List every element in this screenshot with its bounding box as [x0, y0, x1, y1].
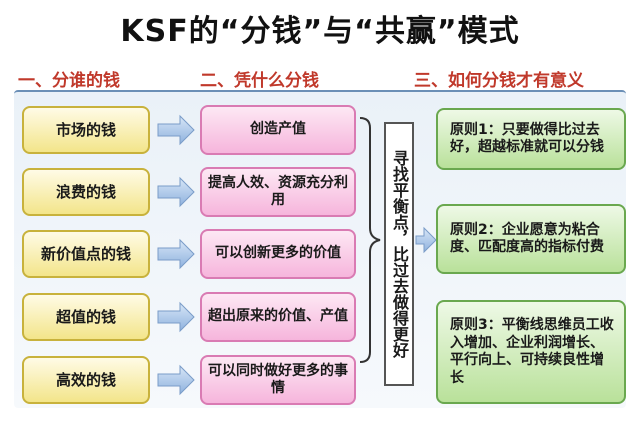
reason-box-output: 创造产值	[200, 105, 356, 155]
reason-box-efficiency: 提高人效、资源充分利用	[200, 167, 356, 217]
reason-box-multitask: 可以同时做好更多的事情	[200, 355, 356, 405]
source-box-market: 市场的钱	[22, 106, 150, 154]
arrow-right-icon	[157, 238, 195, 270]
arrow-right-icon	[157, 176, 195, 208]
column-heading-1: 一、分谁的钱	[18, 71, 120, 91]
arrow-right-icon	[157, 364, 195, 396]
arrow-right-icon	[157, 114, 195, 146]
balance-point-box: 寻找平衡点，比过去做得更好	[384, 122, 414, 386]
source-box-efficiency: 高效的钱	[22, 356, 150, 404]
reason-box-exceed: 超出原来的价值、产值	[200, 292, 356, 342]
diagram-title: KSF的“分钱”与“共赢”模式	[120, 14, 520, 49]
principle-box-2: 原则2：企业愿意为粘合度、匹配度高的指标付费	[436, 204, 626, 274]
arrow-right-icon	[415, 226, 437, 254]
column-heading-2: 二、凭什么分钱	[200, 71, 319, 91]
reason-box-innovation: 可以创新更多的价值	[200, 229, 356, 279]
brace-bracket	[359, 117, 381, 363]
arrow-right-icon	[157, 301, 195, 333]
principle-box-1: 原则1：只要做得比过去好，超越标准就可以分钱	[436, 108, 626, 170]
principle-box-3: 原则3：平衡线思维员工收入增加、企业利润增长、平行向上、可持续良性增长	[436, 300, 626, 404]
column-heading-3: 三、如何分钱才有意义	[414, 71, 584, 91]
source-box-waste: 浪费的钱	[22, 168, 150, 216]
source-box-new-value: 新价值点的钱	[22, 230, 150, 278]
source-box-extra-value: 超值的钱	[22, 293, 150, 341]
